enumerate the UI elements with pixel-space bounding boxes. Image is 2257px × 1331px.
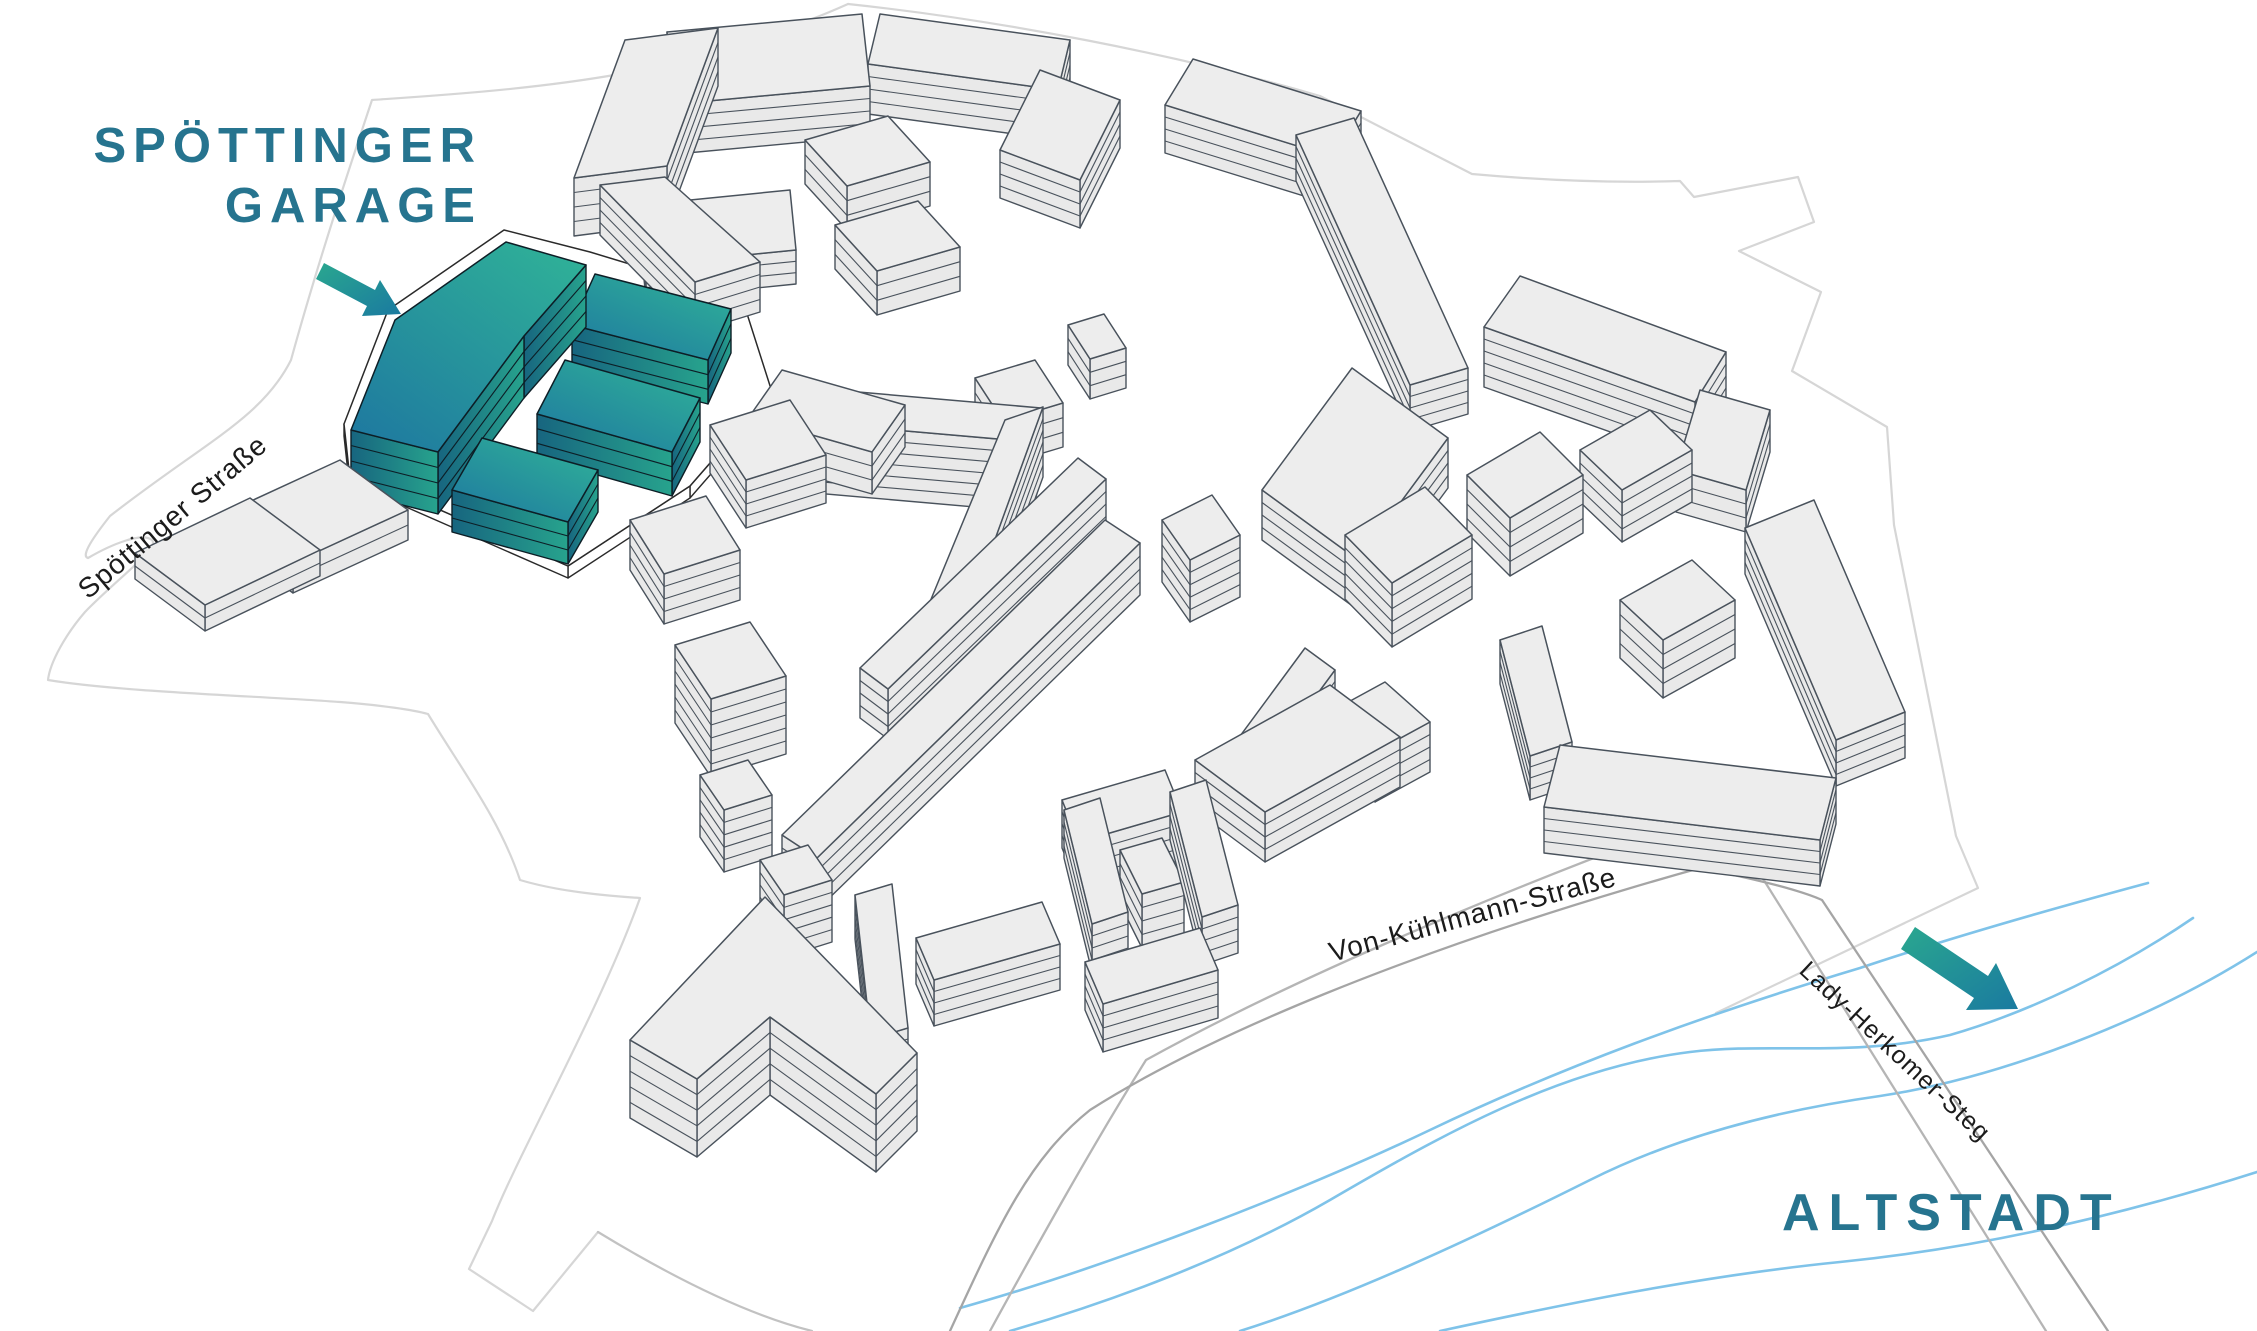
building-blocks: [134, 13, 1906, 1173]
block: [1466, 431, 1584, 577]
block: [1161, 494, 1241, 623]
block: [1067, 313, 1127, 400]
spoettinger-garage-building: [571, 273, 732, 405]
block: [1344, 486, 1473, 648]
block-tower: [674, 621, 787, 778]
block: [1119, 837, 1185, 949]
block: [915, 901, 1061, 1027]
block-chevron: [629, 896, 918, 1173]
block: [709, 399, 827, 529]
block-court-bottom: [1084, 927, 1219, 1053]
block: [629, 495, 741, 625]
spoettinger-garage-building: [536, 359, 701, 497]
page-title-line2: GARAGE: [225, 179, 482, 233]
block-east-right-bar: [1744, 499, 1906, 787]
district-label-altstadt: ALTSTADT: [1782, 1184, 2121, 1242]
block: [834, 200, 961, 316]
block-low-slab: [134, 497, 321, 632]
block-east-bottom-bar: [1543, 744, 1837, 887]
block-east-l-building: [1194, 684, 1401, 863]
district-boundary: [46, 2, 1980, 1313]
block-tower: [699, 759, 773, 873]
block-north-rightwing: [999, 69, 1121, 229]
block: [804, 115, 931, 231]
river-lech: [958, 881, 2257, 1331]
block-ne-long-bar: [1295, 117, 1469, 432]
block-long-bar-back: [859, 457, 1107, 740]
spoettinger-garage-building: [350, 241, 587, 515]
block: [1619, 559, 1736, 699]
bridge-line: [948, 866, 2110, 1331]
bridge-arrow-icon: [1901, 927, 2018, 1010]
block: [1579, 409, 1693, 543]
spoettinger-garage-building: [451, 437, 599, 565]
block: [1675, 389, 1771, 533]
page-title-line1: SPÖTTINGER: [93, 119, 482, 173]
garage-pointer-arrow-icon: [316, 263, 401, 316]
